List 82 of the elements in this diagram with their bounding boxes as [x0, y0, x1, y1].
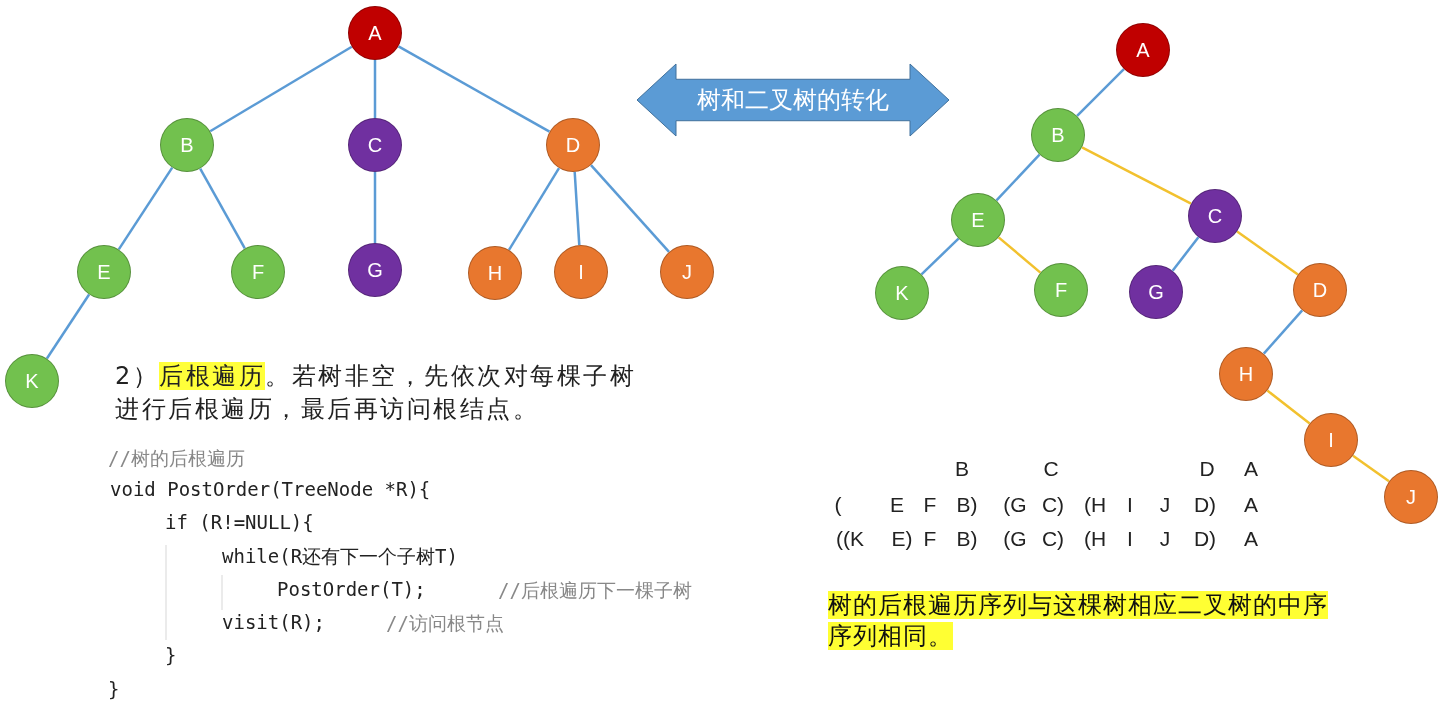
- sequence-item: E): [891, 527, 913, 551]
- tree-node-circle: C: [348, 118, 402, 172]
- sequence-item: (: [834, 493, 842, 517]
- double-arrow: [636, 63, 950, 137]
- connector-line: [373, 60, 377, 118]
- connector-line: [920, 237, 960, 276]
- sequence-item: D): [1193, 493, 1217, 517]
- tree-node-circle: F: [1034, 263, 1088, 317]
- connector-line: [507, 167, 561, 251]
- tree-node-circle: H: [468, 246, 522, 300]
- connector-line: [1266, 389, 1311, 425]
- tree-node-circle: C: [1188, 189, 1242, 243]
- code-line: if (R!=NULL){: [165, 511, 314, 533]
- connector-line: [199, 168, 246, 249]
- code-line: visit(R);: [222, 611, 325, 633]
- tree-node-circle: I: [1304, 413, 1358, 467]
- tree-node-circle: H: [1219, 347, 1273, 401]
- sequence-item: A: [1244, 493, 1258, 517]
- tree-node-circle: K: [875, 266, 929, 320]
- connector-line: [1352, 454, 1390, 483]
- code-line: }: [108, 678, 120, 700]
- tree-node-circle: A: [1116, 23, 1170, 77]
- tree-node-circle: J: [1384, 470, 1438, 524]
- tree-node-circle: E: [77, 245, 131, 299]
- sequence-item: (G: [1003, 493, 1027, 517]
- connector-line: [1076, 68, 1125, 117]
- tree-node-circle: E: [951, 193, 1005, 247]
- code-comment: //树的后根遍历: [108, 446, 245, 471]
- connector-line: [373, 172, 377, 243]
- connector-line: [573, 171, 581, 246]
- sequence-item: (H: [1083, 493, 1107, 517]
- connector-line: [117, 166, 174, 251]
- sequence-item: ((K: [836, 527, 864, 551]
- sequence-item: C): [1041, 493, 1065, 517]
- sequence-item: B: [955, 457, 969, 481]
- sequence-item: F: [923, 527, 937, 551]
- sequence-item: I: [1127, 527, 1133, 551]
- connector-line: [995, 153, 1041, 202]
- tree-node-circle: G: [348, 243, 402, 297]
- tree-node-circle: F: [231, 245, 285, 299]
- connector-line: [397, 45, 551, 133]
- tree-node-circle: A: [348, 6, 402, 60]
- sequence-item: B): [956, 493, 978, 517]
- sequence-item: D): [1193, 527, 1217, 551]
- sequence-item: I: [1127, 493, 1133, 517]
- code-line: PostOrder(T);: [277, 578, 426, 600]
- sequence-item: (H: [1083, 527, 1107, 551]
- sequence-item: J: [1159, 527, 1171, 551]
- code-line: void PostOrder(TreeNode *R){: [110, 478, 431, 500]
- sequence-item: B): [956, 527, 978, 551]
- sequence-item: E: [890, 493, 904, 517]
- code-comment: //访问根节点: [386, 611, 504, 636]
- arrow-label: 树和二叉树的转化: [697, 85, 889, 115]
- sequence-item: C): [1041, 527, 1065, 551]
- sequence-item: C: [1043, 457, 1059, 481]
- connector-line: [590, 164, 670, 253]
- sequence-item: F: [923, 493, 937, 517]
- conclusion-text: 树的后根遍历序列与这棵树相应二叉树的中序序列相同。: [828, 590, 1329, 652]
- connector-line: [1171, 236, 1200, 272]
- tree-node-circle: B: [1031, 108, 1085, 162]
- connector-line: [209, 45, 353, 133]
- tree-node-circle: B: [160, 118, 214, 172]
- tree-node-circle: D: [1293, 263, 1347, 317]
- tree-node-circle: I: [554, 245, 608, 299]
- connector-line: [1262, 309, 1304, 355]
- tree-node-circle: G: [1129, 265, 1183, 319]
- sequence-item: (G: [1003, 527, 1027, 551]
- sequence-item: A: [1244, 457, 1258, 481]
- sequence-item: J: [1159, 493, 1171, 517]
- tree-node-circle: J: [660, 245, 714, 299]
- code-comment: //后根遍历下一棵子树: [498, 578, 692, 603]
- paragraph: 2）后根遍历。若树非空，先依次对每棵子树进行后根遍历，最后再访问根结点。: [115, 361, 638, 425]
- code-line: }: [165, 644, 177, 666]
- sequence-item: A: [1244, 527, 1258, 551]
- tree-node-circle: D: [546, 118, 600, 172]
- code-line: while(R还有下一个子树T): [222, 544, 458, 569]
- connector-line: [997, 236, 1042, 274]
- connector-line: [45, 293, 91, 360]
- connector-line: [1236, 230, 1299, 276]
- connector-line: [1081, 146, 1192, 205]
- tree-node-circle: K: [5, 354, 59, 408]
- sequence-item: D: [1199, 457, 1215, 481]
